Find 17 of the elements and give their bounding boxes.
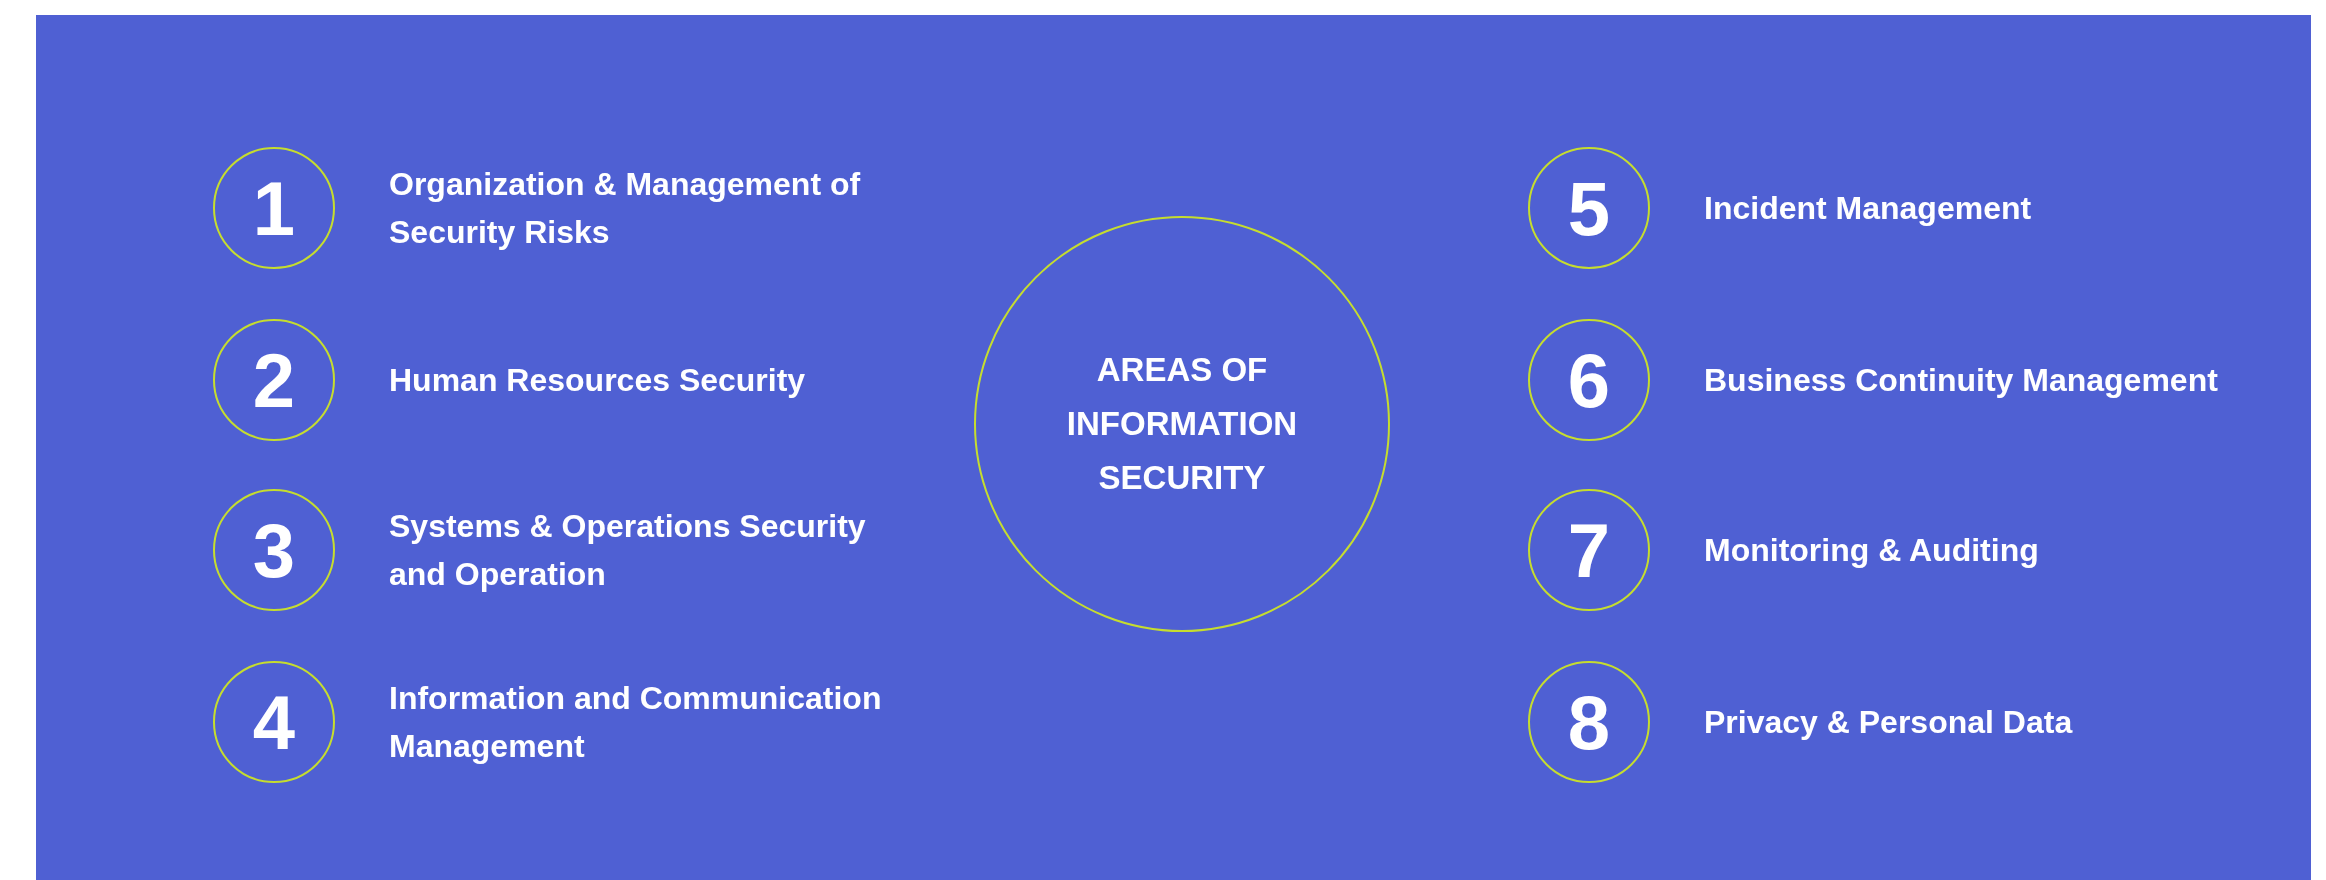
area-label: Privacy & Personal Data xyxy=(1704,703,2074,742)
number-circle: 4 xyxy=(213,661,335,783)
number-circle: 2 xyxy=(213,319,335,441)
number-circle: 3 xyxy=(213,489,335,611)
topic-circle: AREAS OF INFORMATION SECURITY xyxy=(974,216,1390,632)
area-label: Business Continuity Management xyxy=(1704,361,2219,400)
number-circle: 1 xyxy=(213,147,335,269)
area-label: Human Resources Security xyxy=(389,361,807,400)
area-label: Incident Management xyxy=(1704,189,2033,228)
area-label: Systems & Operations Security and Operation xyxy=(389,507,867,594)
number-circle: 6 xyxy=(1528,319,1650,441)
number-circle: 5 xyxy=(1528,147,1650,269)
area-label: Information and Communication Management xyxy=(389,679,883,766)
number-circle: 7 xyxy=(1528,489,1650,611)
number-circle: 8 xyxy=(1528,661,1650,783)
area-label: Organization & Management of Security Risks xyxy=(389,165,862,252)
area-label: Monitoring & Auditing xyxy=(1704,531,2040,570)
